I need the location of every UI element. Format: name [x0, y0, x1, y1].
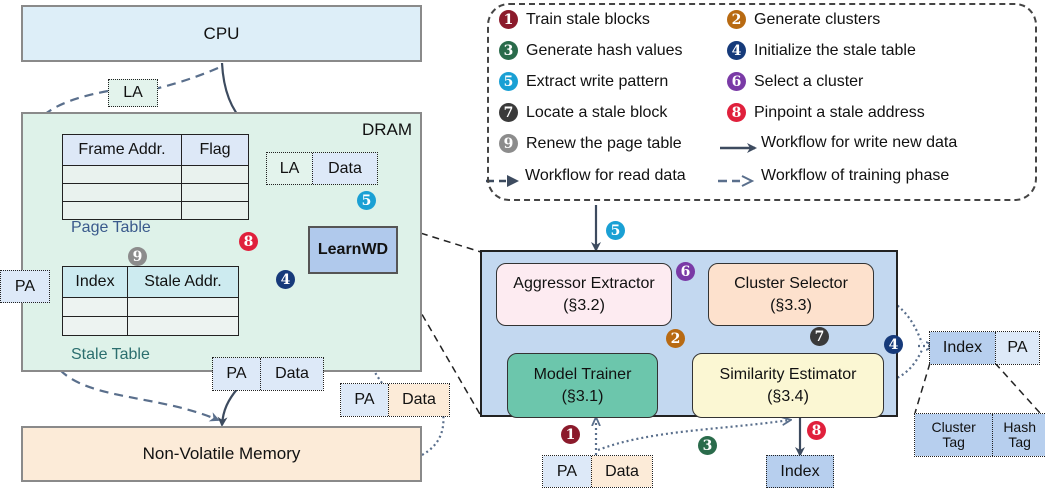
nvm-pa: PA [341, 384, 388, 416]
hash-tag: Hash Tag [992, 414, 1045, 456]
index-pa-entry: Index PA [929, 331, 1040, 365]
entry-pa: PA [995, 332, 1039, 364]
aggressor-extractor: Aggressor Extractor(§3.2) [496, 263, 672, 326]
left-pa-packet: PA [0, 270, 50, 303]
step7-icon: 7 [499, 103, 518, 122]
step5-badge: 5 [357, 191, 376, 210]
learnwd-label: LearnWD [317, 241, 389, 258]
nvm-pa-data-packet: PA Data [340, 383, 450, 417]
stale-table-row [62, 297, 239, 317]
step9-badge: 9 [128, 247, 147, 266]
nvm-block: Non-Volatile Memory [21, 426, 422, 482]
dram-pa: PA [213, 358, 260, 390]
engine-output-index: Index [766, 455, 834, 488]
index-breakdown: Cluster Tag Hash Tag [914, 413, 1045, 457]
engine-input-pa: PA [543, 456, 591, 487]
entry-index: Index [930, 332, 995, 364]
step3-flow [597, 420, 790, 452]
step3-badge: 3 [698, 436, 717, 455]
legend-workflow-read: Workflow for read data [525, 167, 686, 184]
train-flow-nvm [421, 412, 445, 456]
step4-icon: 4 [727, 41, 746, 60]
index-zoom-left [914, 362, 931, 414]
write-la-data-packet: LA Data [266, 152, 378, 185]
stale-table-header: Stale Addr. [127, 266, 239, 298]
learnwd-block: LearnWD [308, 226, 398, 274]
index-zoom-right [994, 362, 1041, 414]
engine-input-packet: PA Data [542, 455, 653, 488]
step1-icon: 1 [499, 10, 518, 29]
page-table-header: Flag [181, 134, 249, 166]
page-table-row [62, 165, 249, 184]
similarity-estimator: Similarity Estimator(§3.4) [692, 353, 884, 418]
step6-badge: 6 [676, 262, 695, 281]
stale-table-label: Stale Table [71, 346, 150, 363]
stale-table-header: Index [62, 266, 128, 298]
dram-data: Data [260, 358, 323, 390]
step8-badge-engine: 8 [807, 421, 826, 440]
dram-label: DRAM [361, 120, 412, 139]
write-la: LA [267, 153, 312, 184]
left-pa-label: PA [14, 277, 36, 295]
step8-icon: 8 [727, 103, 746, 122]
step2-badge: 2 [666, 329, 685, 348]
page-table-row [62, 201, 249, 220]
step5-icon: 5 [499, 72, 518, 91]
page-table-header: Frame Addr. [62, 134, 182, 166]
cpu-block: CPU [21, 5, 422, 62]
write-flow-nvm [217, 387, 239, 427]
stale-table-row [62, 316, 239, 336]
cpu-label: CPU [203, 23, 240, 43]
step4-badge-engine: 4 [884, 335, 903, 354]
model-trainer: Model Trainer(§3.1) [507, 353, 658, 418]
legend-workflow-write: Workflow for write new data [761, 134, 958, 151]
nvm-data: Data [388, 384, 449, 416]
step3-icon: 3 [499, 41, 518, 60]
step5-badge-engine: 5 [606, 221, 625, 240]
step2-icon: 2 [727, 10, 746, 29]
step4-badge: 4 [276, 270, 295, 289]
cluster-tag: Cluster Tag [915, 414, 993, 456]
page-table: Frame Addr.Flag [62, 134, 249, 220]
write-data: Data [312, 153, 377, 184]
cluster-selector: Cluster Selector(§3.3) [708, 263, 874, 326]
read-flow-cpu [154, 66, 219, 91]
cpu-la-packet: LA [108, 79, 158, 107]
page-table-row [62, 183, 249, 202]
step1-badge: 1 [561, 425, 580, 444]
nvm-label: Non-Volatile Memory [142, 444, 301, 463]
step6-icon: 6 [727, 72, 746, 91]
engine-input-data: Data [591, 456, 652, 487]
page-table-label: Page Table [71, 219, 151, 236]
step7-badge: 7 [810, 327, 829, 346]
step8-badge: 8 [239, 232, 258, 251]
step9-icon: 9 [499, 134, 518, 153]
cpu-la-label: LA [123, 84, 143, 101]
dram-pa-data-packet: PA Data [212, 357, 324, 391]
legend-workflow-training: Workflow of training phase [761, 167, 950, 184]
